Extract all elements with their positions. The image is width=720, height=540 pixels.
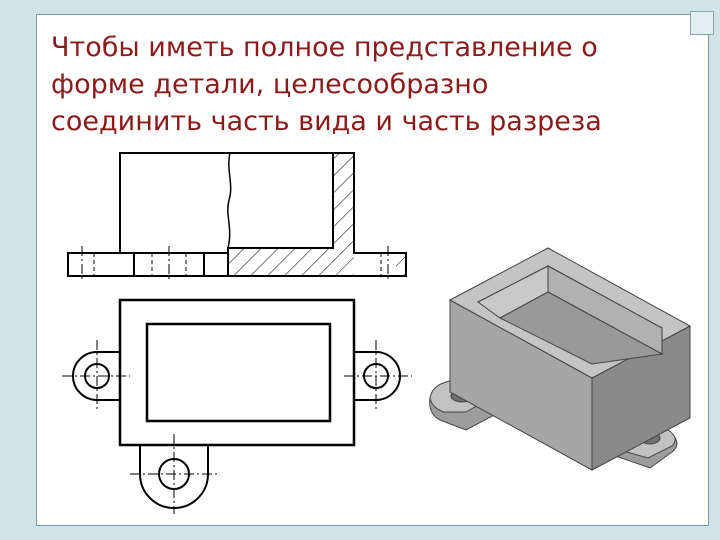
section-hatch-bottom bbox=[228, 248, 354, 276]
slide-title: Чтобы иметь полное представление о форме… bbox=[51, 29, 691, 140]
front-view bbox=[67, 152, 407, 282]
slide-corner-mark bbox=[690, 11, 714, 35]
iso-model bbox=[429, 247, 692, 471]
top-outer-rect bbox=[118, 298, 356, 447]
iso-inner-floor bbox=[498, 291, 664, 365]
top-view bbox=[62, 298, 412, 514]
section-hatch-flange bbox=[396, 253, 406, 276]
inner-cavity-outline bbox=[227, 153, 334, 276]
title-line-3: соединить часть вида и часть разреза bbox=[51, 106, 602, 137]
title-line-1: Чтобы иметь полное представление о bbox=[51, 32, 598, 63]
left-lug bbox=[72, 351, 120, 401]
title-line-2: форме детали, целесообразно bbox=[51, 69, 489, 100]
center-lines-top bbox=[62, 340, 412, 514]
top-inner-rect bbox=[145, 322, 332, 423]
hidden-lines bbox=[93, 253, 382, 276]
slide: Чтобы иметь полное представление о форме… bbox=[36, 11, 714, 526]
section-hatch-wall bbox=[333, 153, 354, 253]
break-line bbox=[227, 152, 232, 249]
center-lines-front bbox=[81, 246, 389, 282]
